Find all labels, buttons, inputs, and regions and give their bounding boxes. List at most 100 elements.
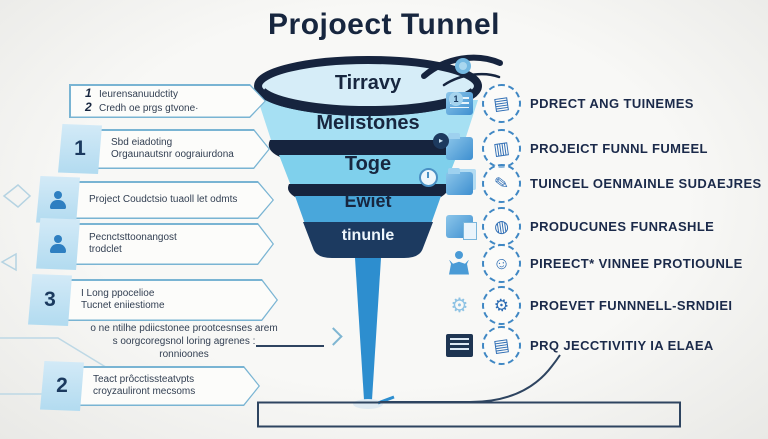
callout-line: ronnioones [159, 349, 209, 360]
badge-number: 3 [44, 288, 56, 311]
right-item-3: ✎ TUINCEL OENMAINLE SUDAEJRES [446, 160, 762, 206]
callout-text: I Long ppocelioe Tucnet eniiestiome [65, 279, 278, 321]
callout-line: o ne ntilhe pdiicstonee prootcesnses are… [90, 323, 278, 334]
callout-ribbon: Sbd eiadoting Orgaunautsnr oograiurdona [95, 129, 270, 169]
right-item-4: ◍ PRODUCUNES FUNRASHLE [446, 203, 715, 249]
funnel-stem [355, 258, 381, 400]
swoosh-dot-inner [459, 62, 467, 70]
left-callout-5: 3 I Long ppocelioe Tucnet eniiestiome [28, 274, 278, 326]
clipboard-icon [446, 333, 473, 357]
callout-line: Sbd eiadoting [111, 137, 173, 148]
callout-line: 2 Credh oe prgs gtvone· [85, 101, 242, 115]
funnel-label-4: Ewiet [344, 191, 392, 211]
left-callout-4: Pecnctsttoonangost trodclet [36, 218, 274, 270]
document-badge-icon: ▤ [479, 322, 524, 368]
person-icon: ☺ [479, 240, 524, 286]
funnel-rim-1 [268, 140, 468, 157]
callout-line: Tucnet eniiestiome [81, 300, 165, 311]
badge-number: 2 [56, 374, 68, 397]
ribbon-fill [75, 225, 273, 264]
callout-text: Teact prôcctissteatvpts croyzauliront me… [77, 366, 260, 406]
ribbon-fill [71, 86, 265, 117]
callout-line: Project Coudctsio tuaoll let odmts [89, 194, 238, 205]
callout-text: Sbd eiadoting Orgaunautsnr oograiurdona [95, 129, 270, 169]
ribbon-fill [97, 131, 269, 168]
number-badge: 3 [28, 274, 72, 326]
callout-ribbon: Teact prôcctissteatvpts croyzauliront me… [77, 366, 260, 406]
funnel-label-5: tinunle [341, 227, 395, 244]
callout-line: Teact prôcctissteatvpts [93, 374, 195, 385]
person-icon [49, 235, 67, 253]
right-item-1: ▤ PDRECT ANG TUINEMES [446, 80, 694, 126]
callout-line: Pecnctsttoonangost [89, 232, 177, 243]
diamond-outline-decor [2, 184, 32, 208]
person-badge [36, 176, 80, 224]
right-item-6: ⚙ PROEVET FUNNNELL-SRNDIEI [446, 282, 733, 328]
ribbon-fill [79, 368, 259, 405]
right-item-label: PROEVET FUNNNELL-SRNDIEI [530, 297, 733, 313]
callout-line: s oorgcoregsnol loring agrenes : [112, 336, 256, 347]
line-text: Ieurensanuudctity [99, 89, 178, 100]
documents-icon [446, 214, 477, 240]
gears-icon [446, 294, 473, 317]
right-item-label: PRODUCUNES FUNRASHLE [530, 218, 715, 234]
left-callout-3: Project Coudctsio tuaoll let odmts [36, 176, 274, 224]
callout-line: croyzauliront mecsoms [93, 386, 196, 397]
clock-icon [419, 168, 438, 187]
right-item-label: PRQ JECCTIVITIY IA ELAEA [530, 337, 714, 353]
number-badge: 2 [40, 361, 84, 411]
right-item-2: ▥ PROJEICT FUNNL FUMEEL [446, 125, 708, 171]
callout-line: trodclet [89, 244, 122, 255]
line-number: 2 [85, 100, 92, 114]
right-item-label: TUINCEL OENMAINLE SUDAEJRES [530, 175, 762, 191]
gear-person-icon: ⚙ [479, 282, 524, 328]
funnel-band-tinunle [303, 222, 433, 258]
line-number: 1 [85, 86, 92, 100]
right-item-label: PIREECT* VINNEE PROTIOUNLE [530, 255, 743, 271]
folder-icon [446, 132, 473, 160]
funnel-band-toge [279, 155, 457, 186]
line-text: Credh oe prgs gtvone· [99, 103, 199, 114]
funnel-label-1: Tirravy [334, 72, 402, 94]
arrow-outline-decor [0, 252, 17, 272]
funnel-rim-2 [288, 184, 448, 198]
bird-circle-icon: ▸ [433, 133, 449, 149]
bottom-bracket-curve [380, 354, 561, 403]
funnel-label-2: Melistones [316, 112, 420, 134]
tools-icon: ✎ [479, 160, 524, 206]
coin-badge-icon: 1 [449, 92, 463, 106]
left-callout-7: 2 Teact prôcctissteatvpts croyzauliront … [40, 361, 260, 411]
callout-line: 1 Ieurensanuudctity [85, 87, 242, 101]
person-icon [49, 191, 67, 209]
badge-number: 1 [74, 137, 86, 160]
right-item-5: ☺ PIREECT* VINNEE PROTIOUNLE [446, 240, 743, 286]
callout-text: Project Coudctsio tuaoll let odmts [73, 181, 274, 219]
callout-line: I Long ppocelioe [81, 288, 155, 299]
right-item-label: PDRECT ANG TUINEMES [530, 95, 694, 111]
person-badge [36, 218, 80, 270]
callout-text: Pecnctsttoonangost trodclet [73, 223, 274, 265]
ribbon-fill [67, 281, 277, 320]
page-title: Projoect Tunnel [268, 8, 500, 41]
person-celebrate-icon [446, 250, 473, 275]
folders-icon [446, 167, 473, 195]
number-badge: 1 [58, 124, 102, 174]
globe-icon: ◍ [479, 203, 524, 249]
document-icon: ▤ [479, 80, 524, 126]
left-callout-6: o ne ntilhe pdiicstonee prootcesnses are… [58, 322, 343, 361]
left-callout-1: 1 Ieurensanuudctity 2 Credh oe prgs gtvo… [76, 84, 266, 118]
bottom-outline-box [257, 401, 681, 428]
callout-text: 1 Ieurensanuudctity 2 Credh oe prgs gtvo… [69, 84, 266, 118]
callout-ribbon: I Long ppocelioe Tucnet eniiestiome [65, 279, 278, 321]
right-item-7: ▤ PRQ JECCTIVITIY IA ELAEA [446, 322, 714, 368]
callout-ribbon: Pecnctsttoonangost trodclet [73, 223, 274, 265]
funnel-band-ewiet [295, 196, 441, 224]
swoosh-arrow-thin [442, 72, 501, 87]
callout-ribbon: 1 Ieurensanuudctity 2 Credh oe prgs gtvo… [69, 84, 266, 118]
right-item-label: PROJEICT FUNNL FUMEEL [530, 140, 708, 156]
funnel-label-3: Toge [344, 153, 392, 175]
underline-decor [256, 345, 324, 347]
callout-line: Orgaunautsnr oograiurdona [111, 149, 234, 160]
left-callout-2: 1 Sbd eiadoting Orgaunautsnr oograiurdon… [58, 124, 270, 174]
